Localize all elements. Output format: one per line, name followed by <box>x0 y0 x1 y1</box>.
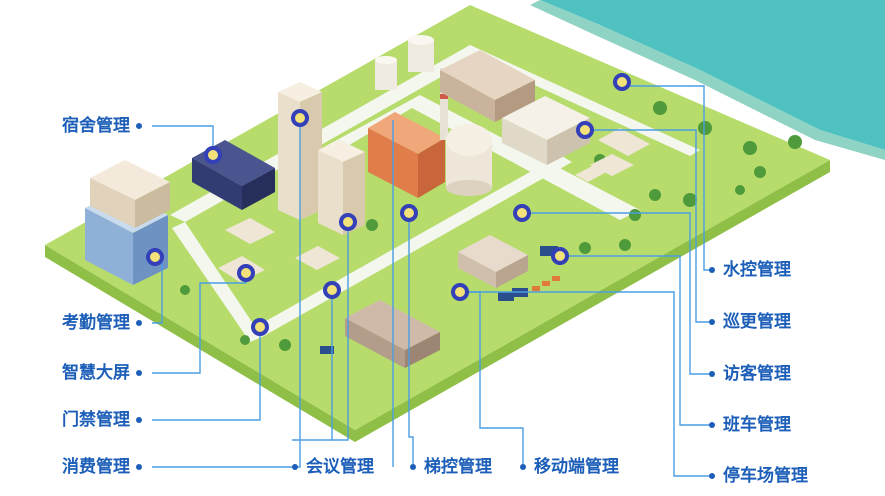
label-mobile-text: 移动端管理 <box>534 457 619 477</box>
connector-consumption <box>152 118 301 468</box>
label-meeting-text: 会议管理 <box>306 457 374 477</box>
markers <box>146 73 631 336</box>
label-attendance[interactable]: 考勤管理 <box>62 313 142 333</box>
label-consumption[interactable]: 消费管理 <box>62 457 142 477</box>
building-factory-north <box>440 50 535 122</box>
connector-meeting-2 <box>332 222 349 441</box>
marker-meeting-2 <box>323 281 341 299</box>
marker-elevator <box>400 204 418 222</box>
marker-attendance <box>146 248 164 266</box>
building-orange-plant <box>368 112 445 198</box>
bullet-icon <box>709 267 715 273</box>
label-visitor-text: 访客管理 <box>723 364 791 384</box>
dome-reactor <box>446 124 492 196</box>
label-mobile[interactable]: 移动端管理 <box>520 457 619 477</box>
connector-access-control <box>152 327 261 421</box>
tower-tall-1 <box>278 82 322 220</box>
campus-base-side <box>45 160 830 442</box>
label-visitor[interactable]: 访客管理 <box>709 364 791 384</box>
marker-shuttle-bus <box>551 247 569 265</box>
marker-dormitory <box>204 146 222 164</box>
bullet-icon <box>709 319 715 325</box>
label-parking-text: 停车场管理 <box>723 466 808 486</box>
bullet-icon <box>136 370 142 376</box>
marker-parking <box>451 283 469 301</box>
building-beige-west <box>90 160 170 228</box>
label-access-control[interactable]: 门禁管理 <box>62 410 142 430</box>
silos <box>375 35 434 90</box>
bullet-icon <box>709 371 715 377</box>
label-smart-screen[interactable]: 智慧大屏 <box>62 363 142 383</box>
marker-visitor <box>513 204 531 222</box>
building-warehouse <box>458 235 528 288</box>
marker-meeting <box>339 213 357 231</box>
connector-lines <box>152 85 712 477</box>
label-meeting[interactable]: 会议管理 <box>292 457 374 477</box>
bullet-icon <box>136 123 142 129</box>
bullet-icon <box>292 464 298 470</box>
bullet-icon <box>136 320 142 326</box>
marker-patrol <box>576 121 594 139</box>
label-water[interactable]: 水控管理 <box>709 260 791 280</box>
label-shuttle-bus-text: 班车管理 <box>723 415 791 435</box>
bullet-icon <box>410 464 416 470</box>
label-consumption-text: 消费管理 <box>62 457 130 477</box>
label-parking[interactable]: 停车场管理 <box>709 466 808 486</box>
connector-attendance <box>152 257 163 324</box>
label-patrol-text: 巡更管理 <box>723 312 791 332</box>
trees <box>180 101 802 351</box>
bullet-icon <box>709 473 715 479</box>
riverbank <box>530 0 885 160</box>
label-attendance-text: 考勤管理 <box>62 313 130 333</box>
bullet-icon <box>136 417 142 423</box>
connector-parking <box>460 291 712 477</box>
bullet-icon <box>136 464 142 470</box>
label-smart-screen-text: 智慧大屏 <box>62 363 130 383</box>
connector-elevator-2 <box>408 213 414 467</box>
parked-cars <box>532 276 560 291</box>
connector-visitor <box>522 212 712 375</box>
label-patrol[interactable]: 巡更管理 <box>709 312 791 332</box>
bullet-icon <box>520 464 526 470</box>
connector-water <box>626 85 712 271</box>
connector-shuttle-bus <box>560 255 712 426</box>
river <box>540 0 885 150</box>
label-dormitory[interactable]: 宿舍管理 <box>62 116 142 136</box>
label-dormitory-text: 宿舍管理 <box>62 116 130 136</box>
label-elevator[interactable]: 梯控管理 <box>410 457 492 477</box>
chimney <box>440 68 448 140</box>
marker-water <box>613 73 631 91</box>
label-shuttle-bus[interactable]: 班车管理 <box>709 415 791 435</box>
marker-smart-screen <box>237 264 255 282</box>
label-access-control-text: 门禁管理 <box>62 410 130 430</box>
connector-dormitory <box>152 125 214 155</box>
marker-access-control <box>251 318 269 336</box>
label-elevator-text: 梯控管理 <box>424 457 492 477</box>
bullet-icon <box>709 422 715 428</box>
connector-patrol <box>585 129 712 323</box>
label-water-text: 水控管理 <box>723 260 791 280</box>
marker-consumption <box>291 109 309 127</box>
